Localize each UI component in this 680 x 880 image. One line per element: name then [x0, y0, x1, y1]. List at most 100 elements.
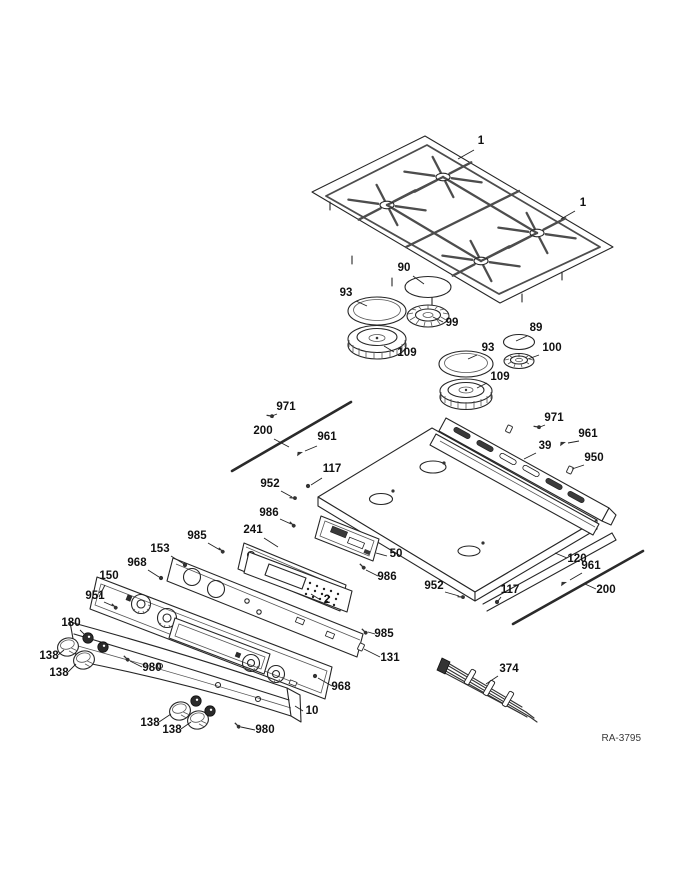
burner-head-99 [406, 304, 450, 328]
knobs-and-clips [57, 632, 216, 730]
part-label-138: 138 [140, 717, 160, 729]
leader-line [367, 631, 376, 635]
part-label-138: 138 [162, 724, 182, 736]
part-label-131: 131 [380, 652, 400, 664]
part-label-138: 138 [39, 650, 59, 662]
wire-harness-374 [436, 657, 538, 723]
leader-line [355, 300, 368, 307]
diagram-reference: RA-3795 [602, 733, 642, 744]
arrow-fastener [560, 441, 566, 447]
dot-fastener [312, 673, 318, 679]
leader-line [515, 335, 528, 342]
arrow-fastener [561, 581, 567, 587]
part-label-986: 986 [377, 571, 396, 583]
part-label-117: 117 [323, 463, 342, 475]
printed-dial [241, 653, 261, 673]
burner-opening [457, 545, 481, 557]
leader-line [147, 569, 160, 578]
leader-line [310, 593, 320, 600]
part-label-961: 961 [578, 428, 598, 440]
part-label-50: 50 [390, 548, 403, 560]
part-label-1: 1 [478, 135, 485, 147]
leader-line [365, 569, 379, 577]
display-insert-241 [243, 551, 353, 613]
leader-line [170, 555, 185, 565]
leader-lines [57, 149, 597, 731]
leader-line [317, 677, 333, 687]
knob-138 [187, 710, 209, 730]
part-label-120: 120 [567, 553, 586, 565]
screw-fastener [218, 547, 225, 554]
arrow-fastener [297, 451, 303, 457]
leader-line [310, 477, 323, 486]
screw-fastener [111, 603, 118, 610]
dot-fastener [158, 575, 164, 581]
leader-line [294, 705, 304, 712]
part-label-10: 10 [306, 705, 319, 717]
burner-head-100 [503, 352, 535, 370]
clip-fastener [505, 424, 513, 434]
part-label-117: 117 [501, 584, 520, 596]
leader-line [497, 596, 502, 602]
control-board-50 [314, 515, 380, 562]
leader-line [158, 713, 172, 723]
leader-line [304, 445, 318, 452]
trim-strip-200-lower [511, 549, 645, 626]
leader-line [527, 354, 540, 360]
part-label-374: 374 [499, 663, 519, 675]
part-label-153: 153 [150, 543, 169, 555]
part-label-93: 93 [482, 342, 495, 354]
leader-line [240, 726, 256, 731]
knob-138 [73, 650, 95, 670]
leader-line [363, 648, 381, 658]
part-label-951: 951 [85, 590, 105, 602]
leader-line [129, 660, 143, 668]
part-label-241: 241 [243, 524, 263, 536]
screw-fastener [533, 425, 541, 430]
part-label-980: 980 [255, 724, 274, 736]
burner-base-109-mid [439, 378, 493, 411]
screw-fastener [359, 563, 366, 570]
part-label-985: 985 [374, 628, 394, 640]
printed-dial [130, 593, 152, 615]
part-label-109: 109 [397, 347, 416, 359]
leader-line [279, 518, 292, 525]
trim-strip-200-upper [230, 400, 353, 473]
part-label-952: 952 [260, 478, 279, 490]
leader-line [560, 210, 576, 220]
part-label-985: 985 [187, 530, 207, 542]
manifold-panel-153 [166, 557, 364, 658]
part-label-200: 200 [253, 425, 272, 437]
leader-line [539, 424, 546, 428]
leader-line [103, 601, 114, 607]
leader-line [523, 452, 537, 460]
part-label-971: 971 [276, 401, 296, 413]
screw-fastener [234, 722, 241, 729]
leader-line [79, 629, 87, 637]
vent-slots [453, 426, 585, 504]
screw-fastener [361, 628, 368, 635]
screw-fastener [457, 595, 465, 599]
vent-trim-39 [438, 417, 617, 526]
leader-line [67, 663, 77, 673]
leader-line [485, 675, 499, 685]
leader-line [180, 721, 192, 730]
leader-line [432, 316, 444, 323]
part-label-93: 93 [340, 287, 353, 299]
part-label-200: 200 [596, 584, 615, 596]
button-dot-matrix [304, 581, 340, 607]
vent-duct [429, 433, 600, 536]
leader-line [444, 591, 460, 597]
part-label-180: 180 [61, 617, 80, 629]
leader-line [554, 552, 568, 559]
part-label-39: 39 [539, 440, 552, 452]
part-label-968: 968 [331, 681, 351, 693]
knob-clip-180 [97, 641, 109, 653]
leader-line [567, 440, 580, 444]
leader-line [476, 382, 488, 389]
knob-clip-180 [190, 695, 202, 707]
clip-fastener [357, 642, 365, 652]
part-label-99: 99 [446, 317, 459, 329]
screw-fastener [123, 655, 130, 662]
